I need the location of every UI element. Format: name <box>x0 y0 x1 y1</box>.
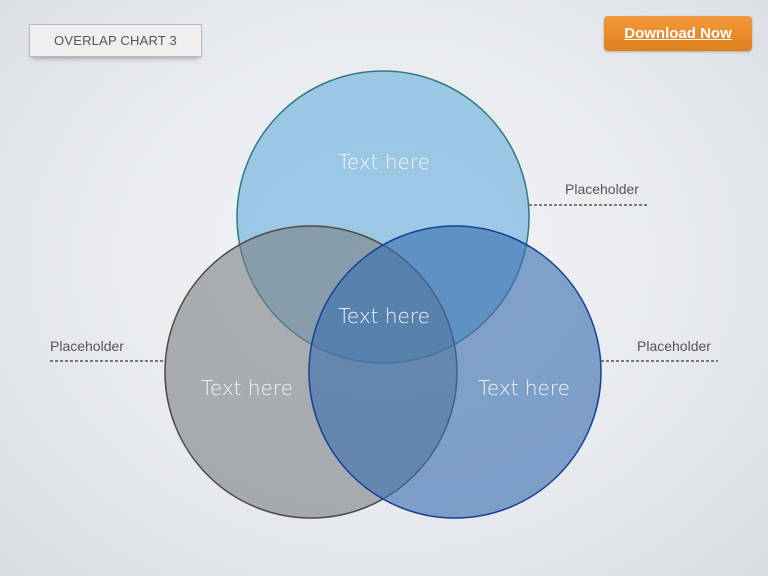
circle-left-label: Text here <box>201 376 293 400</box>
circle-top-label: Text here <box>338 150 430 174</box>
circle-right-label: Text here <box>478 376 570 400</box>
placeholder-right: Placeholder <box>637 338 711 354</box>
placeholder-top-right: Placeholder <box>565 181 639 197</box>
slide-title: OVERLAP CHART 3 <box>29 24 202 57</box>
download-now-button[interactable]: Download Now <box>604 16 752 51</box>
placeholder-left: Placeholder <box>50 338 124 354</box>
center-overlap-label: Text here <box>338 304 430 328</box>
circle-right <box>308 225 602 519</box>
